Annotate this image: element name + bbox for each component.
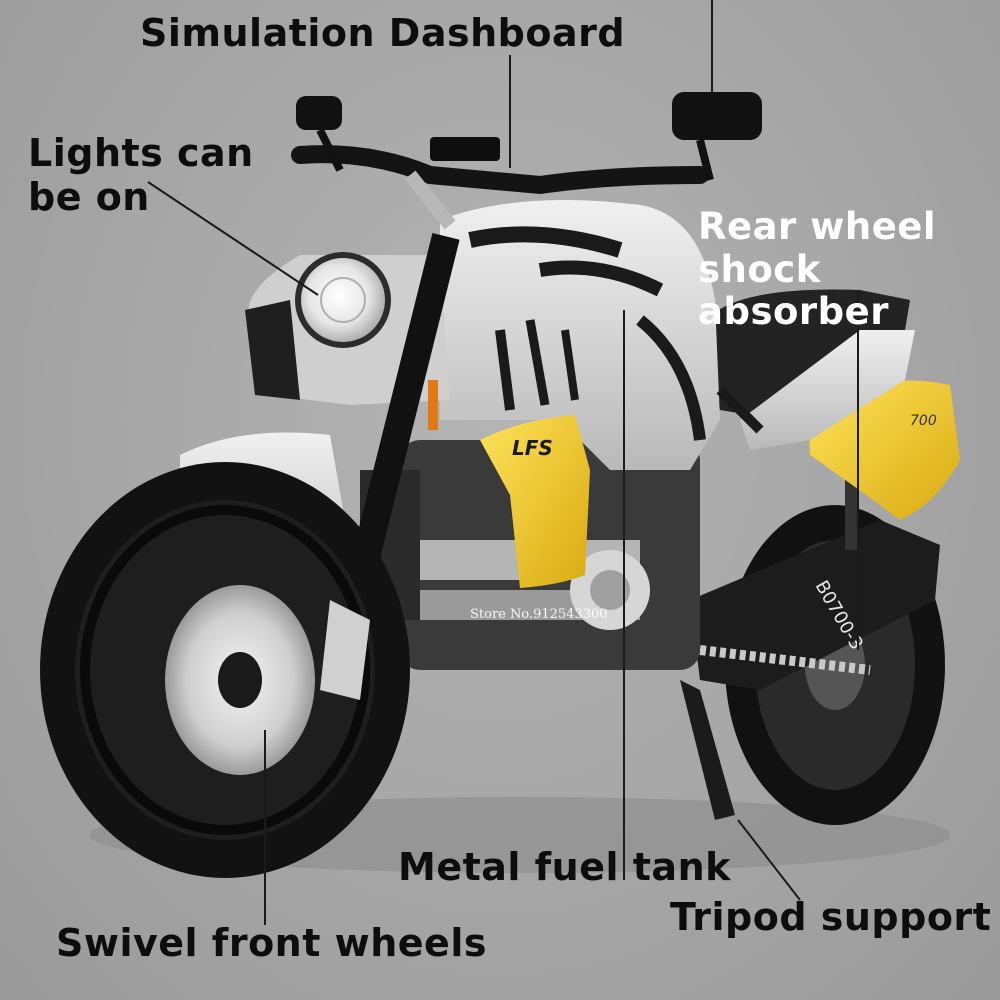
label-rear-wheel-shock-absorber: Rear wheel shock absorber: [698, 205, 937, 334]
rear-panel-number: 700: [910, 413, 937, 429]
callout-line-lights: [147, 181, 319, 296]
dashboard: [430, 137, 500, 161]
store-watermark: Store No.912543300: [470, 607, 608, 622]
callout-line-tripod: [737, 819, 801, 901]
label-swivel-front-wheels: Swivel front wheels: [56, 921, 487, 965]
fuel-tank: [440, 200, 764, 470]
turn-signal: [428, 380, 438, 430]
label-metal-fuel-tank: Metal fuel tank: [398, 845, 731, 889]
kickstand: [680, 680, 735, 820]
handlebar: [291, 92, 762, 230]
callout-lines: [147, 0, 859, 925]
label-tripod-support: Tripod support: [670, 895, 992, 939]
tail-cover: [740, 330, 915, 450]
headlight: [295, 252, 391, 348]
left-mirror: [296, 96, 342, 130]
label-simulation-dashboard: Simulation Dashboard: [140, 11, 626, 55]
front-wheel: [40, 462, 410, 878]
label-lights-can-be-on: Lights can be on: [28, 131, 254, 219]
right-mirror: [672, 92, 762, 140]
side-panel-logo: LFS: [512, 436, 553, 460]
front-yellow-panel: [480, 415, 590, 588]
brake-caliper: [320, 600, 370, 700]
